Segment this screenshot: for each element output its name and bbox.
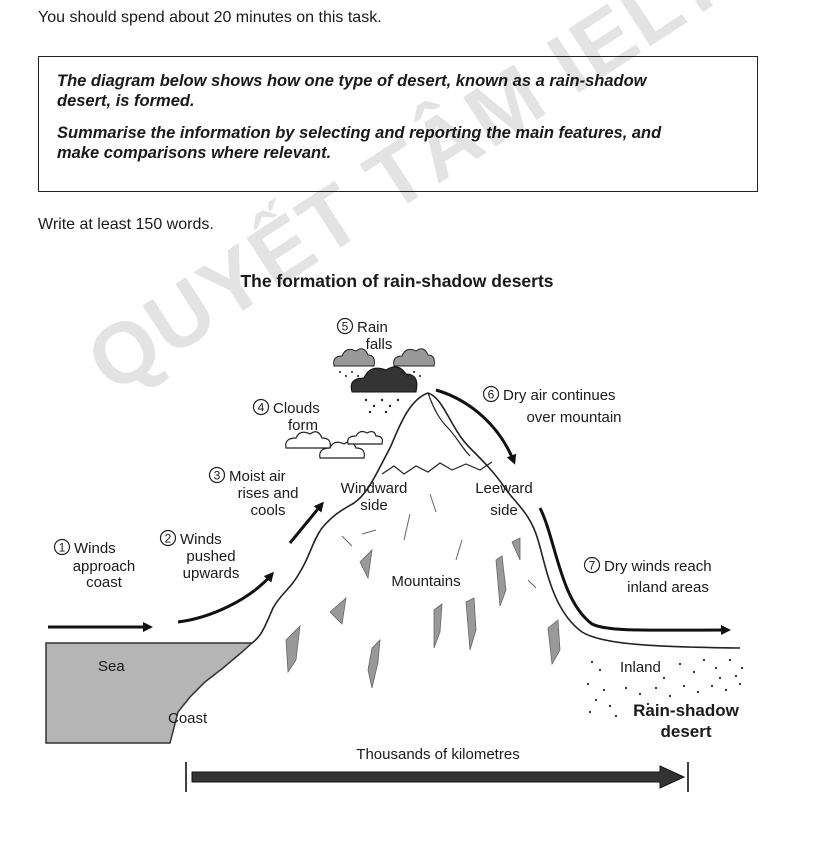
windward-side-label: side — [360, 497, 388, 514]
windward-label: Windward — [341, 480, 408, 497]
sea-label: Sea — [98, 658, 125, 675]
step-1-line3: coast — [86, 574, 123, 591]
step-3-badge — [208, 466, 226, 484]
step-1-number: 1 — [59, 541, 66, 555]
step-7-line1: Dry winds reach — [604, 558, 712, 575]
leeward-side-label: side — [490, 502, 518, 519]
task-prompt-box: The diagram below shows how one type of … — [38, 56, 758, 192]
step-4-line2: form — [288, 417, 318, 434]
step-6-number: 6 — [488, 388, 495, 402]
step-3-line1: Moist air — [229, 468, 286, 485]
rock-lines — [341, 493, 537, 589]
mountain-ridge — [427, 392, 471, 457]
scale-arrow — [191, 765, 686, 789]
instruction-time: You should spend about 20 minutes on thi… — [38, 9, 382, 26]
rock-texture — [285, 537, 561, 689]
step-3-line2: rises and — [238, 485, 299, 502]
step-1-line2: approach — [73, 558, 136, 575]
step-7-badge — [583, 556, 601, 574]
scale-label: Thousands of kilometres — [356, 746, 519, 763]
snow-line — [381, 461, 493, 475]
arrow-dry-air-over — [435, 388, 517, 465]
step-2-line3: upwards — [183, 565, 240, 582]
diagram-title: The formation of rain-shadow deserts — [240, 271, 553, 291]
step-2-badge — [159, 529, 177, 547]
mountains-label: Mountains — [391, 573, 460, 590]
clouds-icon — [285, 430, 383, 459]
coast-label: Coast — [168, 710, 208, 727]
step-3-number: 3 — [214, 469, 221, 483]
step-2-number: 2 — [165, 532, 172, 546]
rain-shadow-label: Rain-shadow — [633, 701, 740, 720]
step-5-number: 5 — [342, 320, 349, 334]
step-7-number: 7 — [589, 559, 596, 573]
task-description: The diagram below shows how one type of … — [57, 72, 647, 110]
step-4-badge — [252, 398, 270, 416]
step-1-badge — [53, 538, 71, 556]
rain-cloud-icon — [333, 348, 435, 414]
step-2-line2: pushed — [186, 548, 235, 565]
task-instruction: Summarise the information by selecting a… — [57, 124, 662, 162]
step-1-line1: Winds — [74, 540, 116, 557]
arrow-moist-air — [288, 501, 324, 544]
step-5-line2: falls — [366, 336, 393, 353]
sea-area — [45, 642, 254, 744]
leeward-label: Leeward — [475, 480, 533, 497]
step-4-number: 4 — [258, 401, 265, 415]
step-7-line2: inland areas — [627, 579, 709, 596]
inland-label: Inland — [620, 659, 661, 676]
step-2-line1: Winds — [180, 531, 222, 548]
step-6-line1: Dry air continues — [503, 387, 616, 404]
step-4-line1: Clouds — [273, 400, 320, 417]
step-6-line2: over mountain — [526, 409, 621, 426]
step-3-line3: cools — [250, 502, 285, 519]
arrow-winds-pushed — [177, 571, 274, 624]
arrow-dry-winds-inland — [538, 507, 731, 636]
step-5-badge — [336, 317, 354, 335]
word-limit: Write at least 150 words. — [38, 216, 214, 233]
step-6-badge — [482, 385, 500, 403]
step-5-line1: Rain — [357, 319, 388, 336]
desert-label: desert — [660, 722, 711, 741]
desert-stipple — [586, 658, 744, 718]
mountain-outline — [251, 392, 741, 649]
